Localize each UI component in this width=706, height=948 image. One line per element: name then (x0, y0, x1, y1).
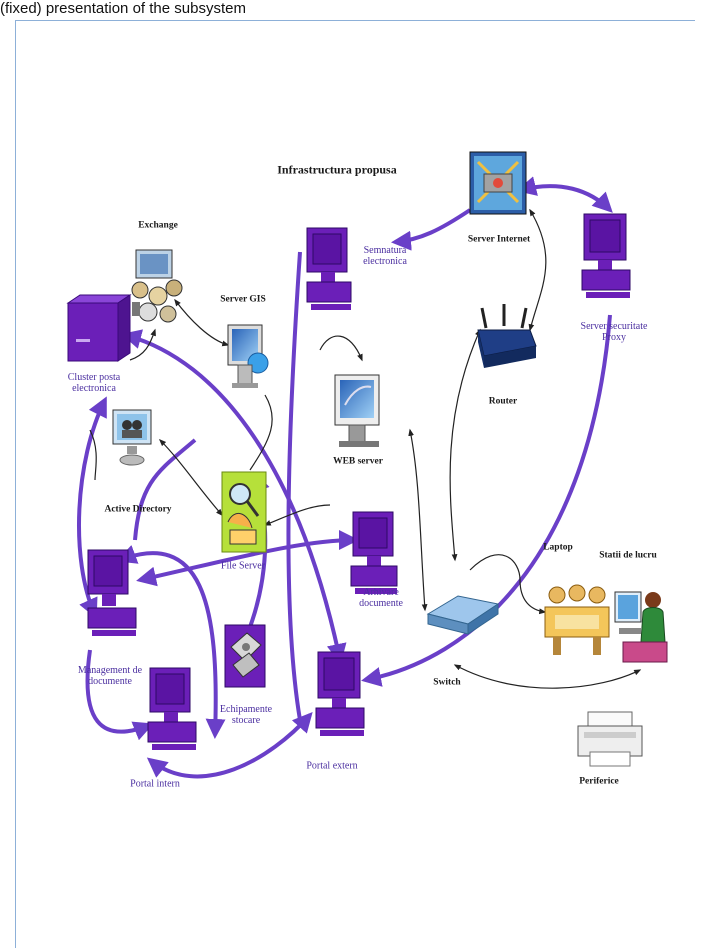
label-periferice: Periferice (579, 776, 619, 787)
portal-intern-computer (147, 667, 197, 750)
file-server-icon (221, 471, 267, 553)
label-switch: Switch (433, 677, 461, 688)
frame-border-top (15, 20, 695, 21)
link-internet-router (528, 208, 547, 332)
web-server-icon (334, 374, 380, 447)
label-management: Management de documente (77, 665, 143, 687)
label-server-gis: Server GIS (220, 294, 266, 305)
label-cluster: Cluster posta electronica (67, 372, 121, 394)
link-switch-laptop (469, 554, 547, 615)
workstation-icon (614, 591, 668, 663)
link-gis-file (249, 394, 273, 471)
switch-icon (426, 595, 500, 635)
link-ad-echip (116, 545, 226, 739)
proxy-computer (581, 213, 631, 298)
gis-monitor-icon (227, 324, 269, 388)
storage-equipment-icon (224, 624, 266, 688)
label-web-server: WEB server (333, 456, 383, 467)
link-cluster-portal (121, 329, 347, 664)
label-active-directory: Active Directory (104, 504, 172, 515)
link-file-web (263, 504, 331, 526)
portal-extern-computer (315, 651, 365, 736)
exchange-group-icon (131, 249, 183, 323)
label-laptop: Laptop (543, 542, 573, 553)
printer-icon (577, 711, 643, 767)
link-proxy-portal (361, 314, 612, 687)
link-cluster-exchange (129, 328, 156, 361)
server-internet-icon (469, 151, 527, 215)
link-ad-file (158, 438, 223, 517)
page-caption: (fixed) presentation of the subsystem (0, 0, 246, 17)
link-ad-cluster (89, 429, 97, 481)
link-exchange-gis (174, 298, 230, 347)
management-computer (87, 549, 137, 636)
label-echipamente: Echipamente stocare (219, 704, 273, 726)
frame-border-left (15, 20, 16, 948)
diagram-title: Infrastructura propusa (277, 162, 397, 177)
label-exchange: Exchange (138, 220, 178, 231)
link-portalintern-portal (146, 712, 313, 779)
link-file-webserver (133, 438, 197, 541)
label-statii: Statii de lucru (599, 550, 657, 561)
label-portal-intern: Portal intern (130, 778, 180, 790)
label-arhivare: Arhivare documente (359, 587, 403, 609)
label-portal-extern: Portal extern (306, 760, 358, 772)
link-switch-arhivare (408, 428, 428, 612)
semnatura-computer (306, 227, 352, 310)
link-management-portalintern (85, 649, 154, 741)
link-router-switch (449, 328, 481, 562)
laptop-group-icon (544, 584, 610, 655)
link-cluster-management (76, 396, 107, 619)
link-internet-proxy (516, 176, 613, 213)
label-server-securitate: Server securitate Proxy (580, 321, 648, 343)
label-file-server: File Server (220, 560, 266, 572)
label-semnatura: Semnatura electronica (363, 245, 407, 267)
thin-links (89, 208, 642, 689)
link-switch-statii (453, 664, 642, 689)
cluster-server (66, 294, 132, 362)
arhivare-computer (350, 511, 398, 594)
label-router: Router (488, 396, 518, 407)
link-semnatura-portal (286, 251, 302, 721)
label-server-internet: Server Internet (467, 234, 531, 245)
router-icon (477, 304, 537, 368)
link-web-semn (319, 335, 363, 362)
link-internet-semnatura (391, 208, 472, 251)
active-directory-monitor-icon (112, 409, 152, 466)
